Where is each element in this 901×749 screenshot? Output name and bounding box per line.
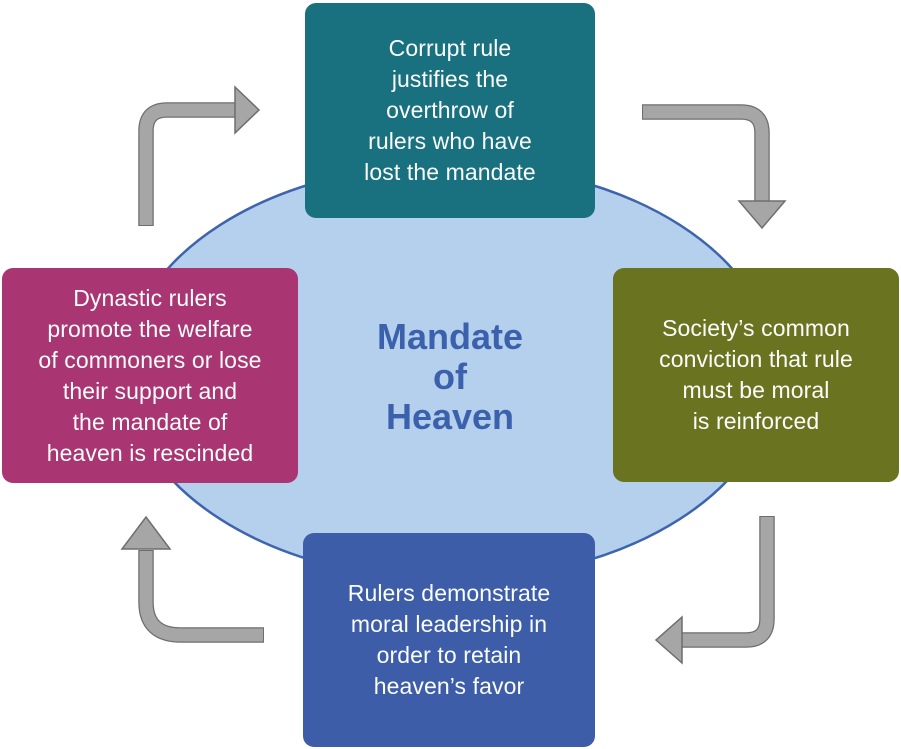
arrow-left-to-top-icon <box>138 85 261 226</box>
diagram-title: Mandate of Heaven <box>376 316 524 437</box>
arrow-bottom-to-left-icon <box>120 515 264 643</box>
node-societys-conviction: Society’s common conviction that rule mu… <box>613 268 899 482</box>
node-corrupt-rule: Corrupt rule justifies the overthrow of … <box>305 3 595 218</box>
node-dynastic-rulers: Dynastic rulers promote the welfare of c… <box>2 268 298 483</box>
node-rulers-demonstrate: Rulers demonstrate moral leadership in o… <box>303 533 595 747</box>
arrow-top-to-right-icon <box>642 104 787 230</box>
arrow-right-to-bottom-icon <box>654 516 775 665</box>
